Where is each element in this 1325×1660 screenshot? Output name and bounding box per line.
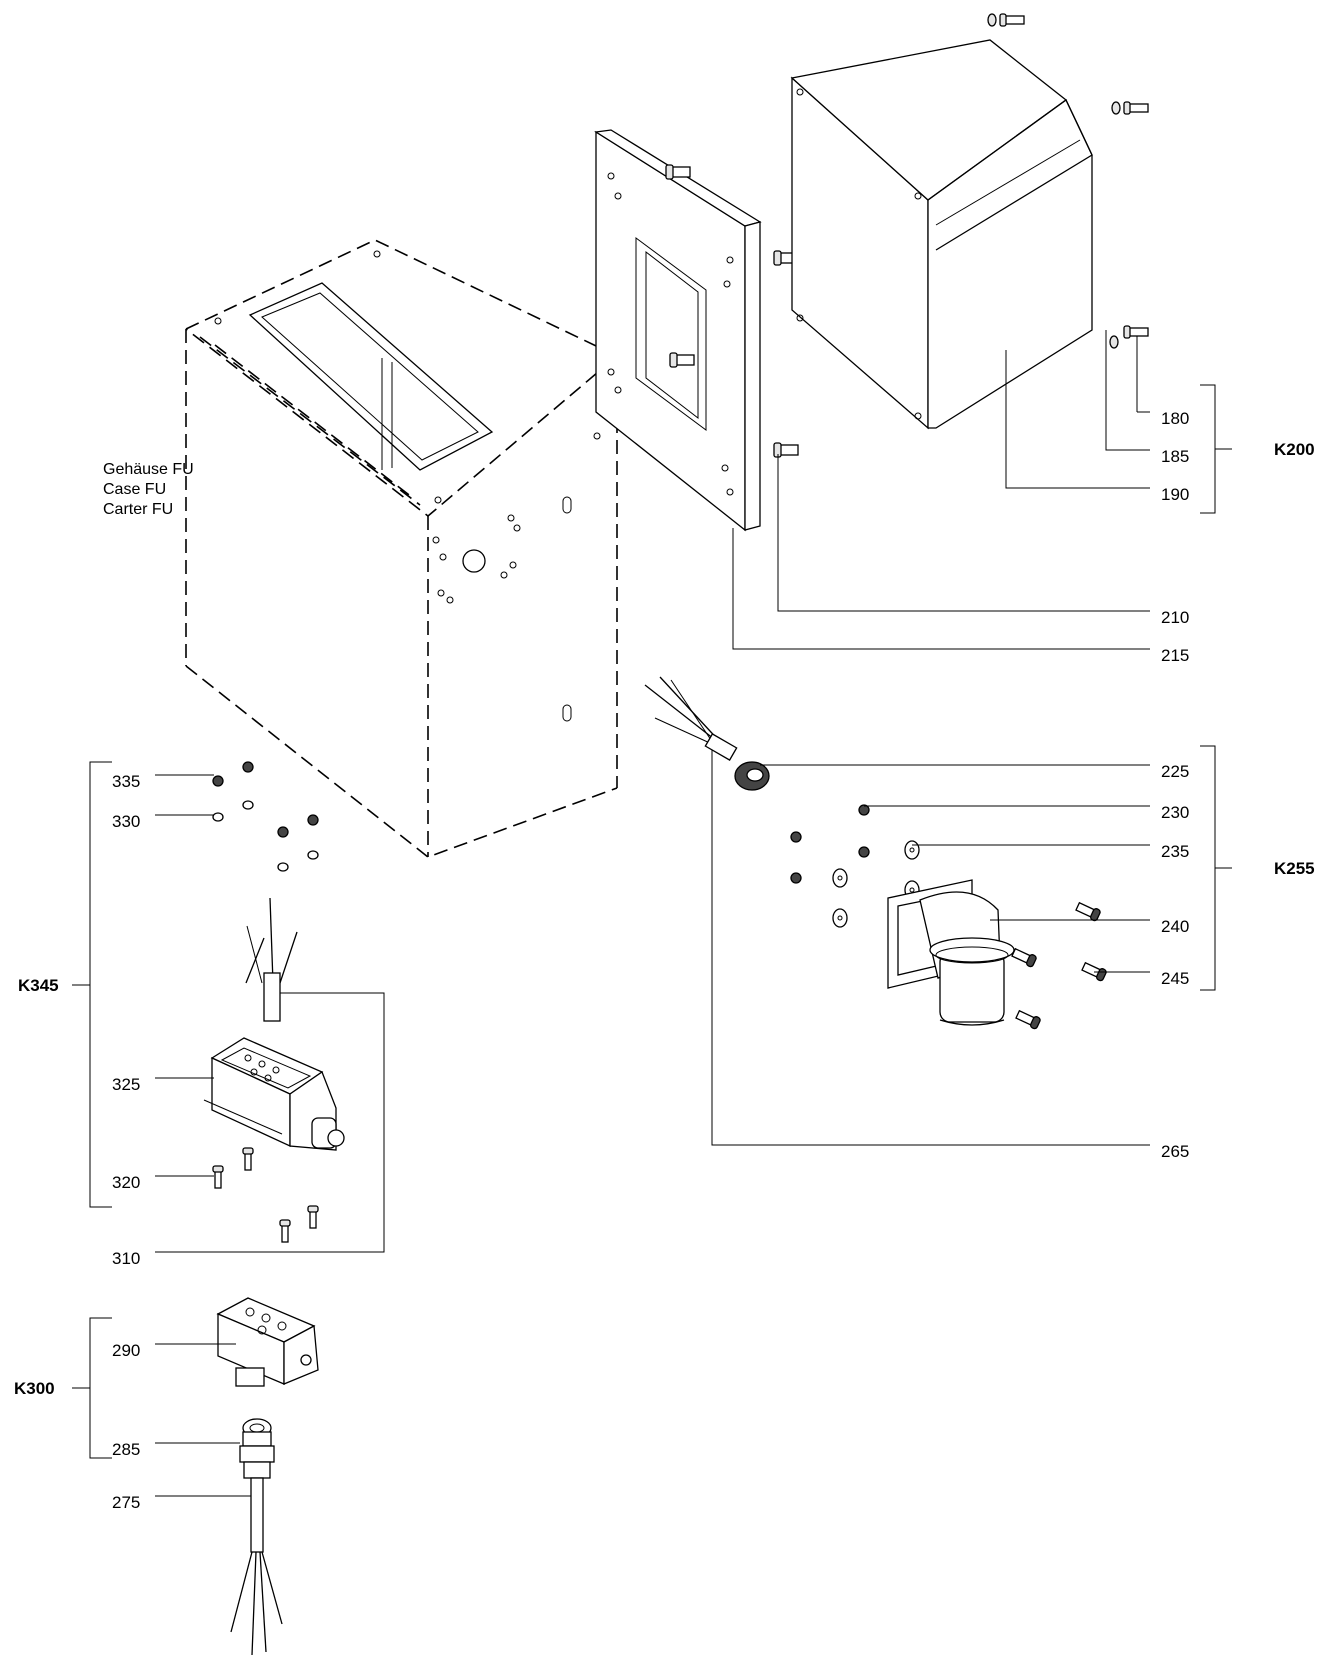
part-label-235: 235 bbox=[1161, 842, 1189, 861]
cable-310 bbox=[245, 897, 298, 1022]
plug-insert-290 bbox=[216, 1297, 319, 1387]
part-label-310: 310 bbox=[112, 1249, 140, 1268]
part-label-275: 275 bbox=[112, 1493, 140, 1512]
case-caption-de: Gehäuse FU bbox=[103, 461, 194, 478]
part-label-230: 230 bbox=[1161, 803, 1189, 822]
case-caption-en: Case FU bbox=[103, 481, 166, 498]
part-label-265: 265 bbox=[1161, 1142, 1189, 1161]
connector-housing-325 bbox=[203, 1037, 345, 1151]
group-label-k300: K300 bbox=[14, 1379, 55, 1398]
part-label-210: 210 bbox=[1161, 608, 1189, 627]
group-label-k200: K200 bbox=[1274, 440, 1315, 459]
case-caption-fr: Carter FU bbox=[103, 501, 173, 518]
group-brackets bbox=[72, 384, 1232, 1459]
part-label-335: 335 bbox=[112, 772, 140, 791]
part-label-215: 215 bbox=[1161, 646, 1189, 665]
part-label-285: 285 bbox=[112, 1440, 140, 1459]
nut-230-set bbox=[790, 804, 870, 884]
socket-housing-240 bbox=[887, 879, 1015, 1026]
screw-320-set bbox=[212, 1147, 319, 1243]
part-label-330: 330 bbox=[112, 812, 140, 831]
cable-gland-285 bbox=[239, 1418, 275, 1479]
group-label-k345: K345 bbox=[18, 976, 59, 995]
group-label-k255: K255 bbox=[1274, 859, 1315, 878]
cable-265 bbox=[644, 676, 738, 761]
part-label-325: 325 bbox=[112, 1075, 140, 1094]
mounting-plate-215 bbox=[594, 129, 762, 532]
part-label-225: 225 bbox=[1161, 762, 1189, 781]
screw-210-set bbox=[665, 164, 799, 458]
screw-180-washer-185-set bbox=[987, 13, 1149, 349]
cover-box-190 bbox=[790, 39, 1093, 430]
part-label-185: 185 bbox=[1161, 447, 1189, 466]
part-label-180: 180 bbox=[1161, 409, 1189, 428]
part-label-290: 290 bbox=[112, 1341, 140, 1360]
part-label-240: 240 bbox=[1161, 917, 1189, 936]
cable-275 bbox=[230, 1477, 283, 1656]
part-label-320: 320 bbox=[112, 1173, 140, 1192]
washer-235-set bbox=[832, 840, 920, 928]
part-label-245: 245 bbox=[1161, 969, 1189, 988]
nut-335-set bbox=[212, 761, 319, 838]
washer-330-set bbox=[212, 800, 319, 872]
leader-lines bbox=[155, 330, 1150, 1497]
grommet-225 bbox=[734, 761, 770, 791]
part-label-190: 190 bbox=[1161, 485, 1189, 504]
